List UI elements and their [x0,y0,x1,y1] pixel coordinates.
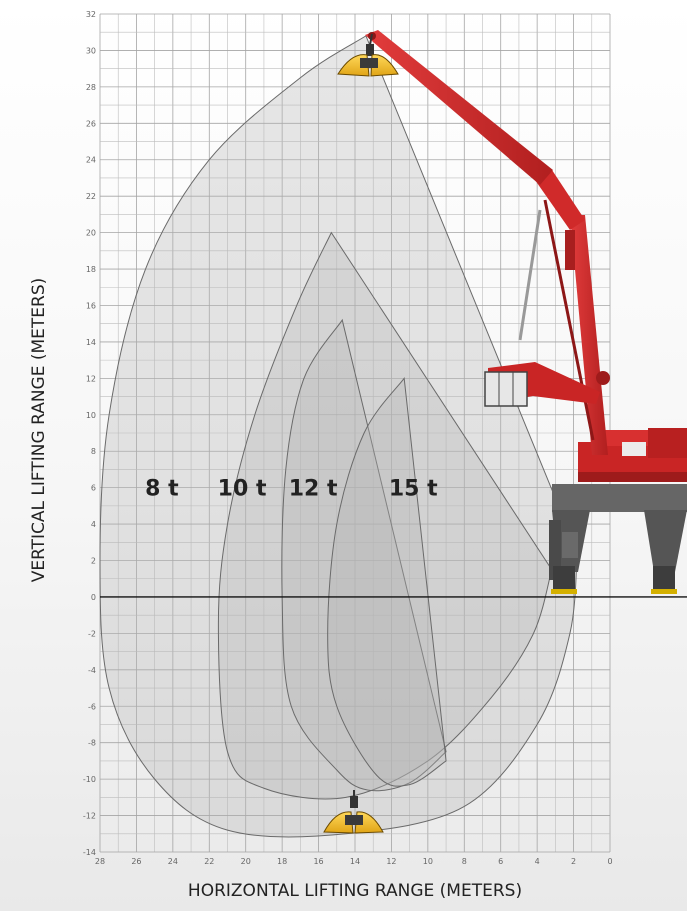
x-tick-label: 4 [535,857,540,866]
y-tick-label: -10 [83,775,96,784]
y-tick-label: 32 [86,10,96,19]
zone-label: 10 t [218,477,267,502]
y-tick-label: 28 [86,83,96,92]
x-tick-label: 20 [241,857,251,866]
x-tick-label: 16 [313,857,323,866]
envelope-15t [327,377,447,787]
x-tick-label: 24 [168,857,178,866]
y-tick-label: -2 [88,629,96,638]
x-tick-label: 28 [95,857,105,866]
crane-illustration [323,30,687,834]
y-tick-label: 26 [86,119,96,128]
x-tick-label: 0 [607,857,612,866]
y-tick-label: 12 [86,374,96,383]
y-tick-label: 18 [86,265,96,274]
y-axis-title: VERTICAL LIFTING RANGE (METERS) [29,278,49,583]
x-tick-label: 2 [571,857,576,866]
y-tick-label: -6 [88,702,96,711]
y-tick-label: 0 [91,593,96,602]
y-tick-label: 8 [91,447,96,456]
y-tick-label: -4 [88,666,96,675]
y-tick-label: 20 [86,229,96,238]
x-axis-title: HORIZONTAL LIFTING RANGE (METERS) [188,881,522,901]
zone-label: 8 t [145,477,179,502]
y-tick-label: 6 [91,484,96,493]
bucket-top [337,33,399,77]
x-tick-label: 26 [131,857,141,866]
zone-label: 12 t [289,477,338,502]
y-tick-labels: 32302826242220181614121086420-2-4-6-8-10… [83,10,96,857]
x-tick-label: 18 [277,857,287,866]
y-tick-label: -14 [83,848,96,857]
x-tick-label: 6 [498,857,503,866]
x-tick-label: 12 [386,857,396,866]
gantry [549,484,687,594]
y-tick-label: 4 [91,520,96,529]
operator-cabin [484,362,600,407]
x-tick-label: 22 [204,857,214,866]
y-tick-label: 10 [86,411,96,420]
y-tick-label: 24 [86,156,96,165]
x-tick-label: 8 [462,857,467,866]
y-tick-label: 2 [91,557,96,566]
x-tick-label: 14 [350,857,360,866]
envelope-12t [281,318,447,792]
lifting-envelopes [99,35,578,838]
envelope-8t [99,35,578,838]
y-tick-label: 22 [86,192,96,201]
bucket-bottom [323,790,384,834]
x-tick-label: 10 [423,857,433,866]
y-tick-label: -12 [83,812,96,821]
envelope-10t [217,231,553,800]
zone-label: 15 t [389,477,438,502]
y-tick-label: 14 [86,338,96,347]
y-tick-label: 30 [86,46,96,55]
y-tick-label: -8 [88,739,96,748]
y-tick-label: 16 [86,301,96,310]
zone-labels: 8 t 10 t 12 t 15 t [145,477,438,502]
